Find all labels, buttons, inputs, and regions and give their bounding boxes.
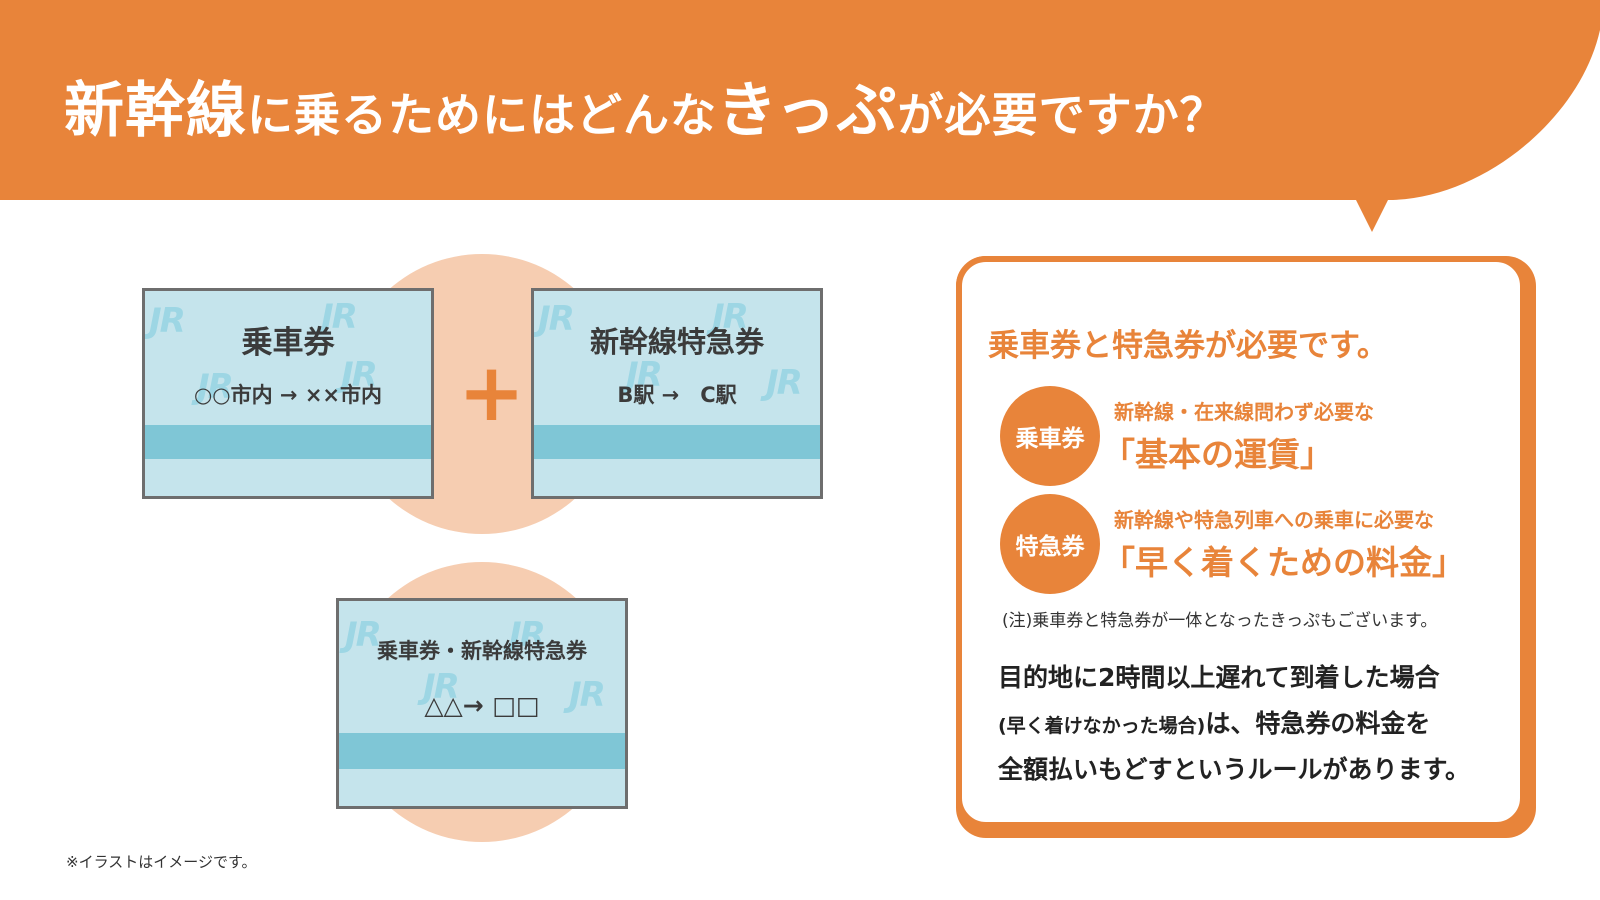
jr-watermark: JR bbox=[626, 355, 663, 395]
jr-watermark: JR bbox=[345, 615, 382, 655]
jr-watermark: JR bbox=[321, 297, 358, 337]
explanation-panel: 乗車券と特急券が必要です。 乗車券 新幹線・在来線問わず必要な 「基本の運賃」 … bbox=[956, 256, 1526, 828]
page-title: 新幹線に乗るためにはどんなきっぷが必要ですか？ bbox=[64, 62, 1227, 149]
ticket-title: 乗車券 bbox=[241, 325, 335, 361]
jr-watermark: JR bbox=[341, 355, 378, 395]
ticket-combined: JR JR JR JR 乗車券・新幹線特急券 △△→ □□ bbox=[336, 598, 628, 809]
jousha-highlight: 「基本の運賃」 bbox=[1102, 435, 1333, 474]
jr-watermark: JR bbox=[766, 363, 803, 403]
ticket-band bbox=[145, 425, 431, 459]
title-middle: に乗るためにはどんな bbox=[247, 88, 717, 142]
jr-watermark: JR bbox=[509, 615, 546, 655]
panel-note: (注)乗車券と特急券が一体となったきっぷもございます。 bbox=[1002, 611, 1438, 631]
badge-jousha: 乗車券 bbox=[1000, 386, 1100, 486]
ticket-route: B駅 → C駅 bbox=[617, 383, 737, 407]
tokkyu-description: 新幹線や特急列車への乗車に必要な bbox=[1114, 508, 1434, 532]
jr-watermark: JR bbox=[538, 299, 575, 339]
header-banner bbox=[0, 0, 1600, 232]
tokkyu-highlight: 「早く着くための料金」 bbox=[1102, 543, 1465, 582]
panel-heading: 乗車券と特急券が必要です。 bbox=[988, 328, 1388, 364]
ticket-title: 新幹線特急券 bbox=[589, 325, 764, 359]
title-shinkansen: 新幹線 bbox=[64, 76, 247, 146]
rule-line-3: 全額払いもどすというルールがあります。 bbox=[998, 755, 1471, 784]
ticket-route: △△→ □□ bbox=[424, 691, 540, 720]
badge-tokkyu: 特急券 bbox=[1000, 494, 1100, 594]
plus-sign: + bbox=[458, 346, 526, 439]
ticket-title: 乗車券・新幹線特急券 bbox=[377, 639, 587, 663]
rule-line-1: 目的地に2時間以上遅れて到着した場合 bbox=[998, 663, 1440, 692]
rule-line-2-note: (早く着けなかった場合) bbox=[998, 715, 1206, 737]
ticket-tokkyu: JR JR JR JR 新幹線特急券 B駅 → C駅 bbox=[531, 288, 823, 499]
jr-watermark: JR bbox=[712, 297, 749, 337]
ticket-route: ○○市内 → ××市内 bbox=[193, 383, 383, 407]
jousha-description: 新幹線・在来線問わず必要な bbox=[1114, 400, 1374, 424]
title-end: が必要ですか？ bbox=[897, 88, 1227, 142]
jr-watermark: JR bbox=[149, 301, 186, 341]
title-kippu: きっぷ bbox=[717, 76, 898, 146]
ticket-band bbox=[534, 425, 820, 459]
jr-watermark: JR bbox=[423, 667, 460, 707]
ticket-jousha: JR JR JR JR 乗車券 ○○市内 → ××市内 bbox=[142, 288, 434, 499]
illustration-footnote: ※イラストはイメージです。 bbox=[66, 853, 257, 871]
ticket-band bbox=[339, 733, 625, 769]
jr-watermark: JR bbox=[197, 367, 234, 407]
jr-watermark: JR bbox=[569, 675, 606, 715]
rule-line-2: (早く着けなかった場合)は、特急券の料金を bbox=[998, 704, 1430, 740]
rule-line-2-text: は、特急券の料金を bbox=[1205, 709, 1431, 738]
